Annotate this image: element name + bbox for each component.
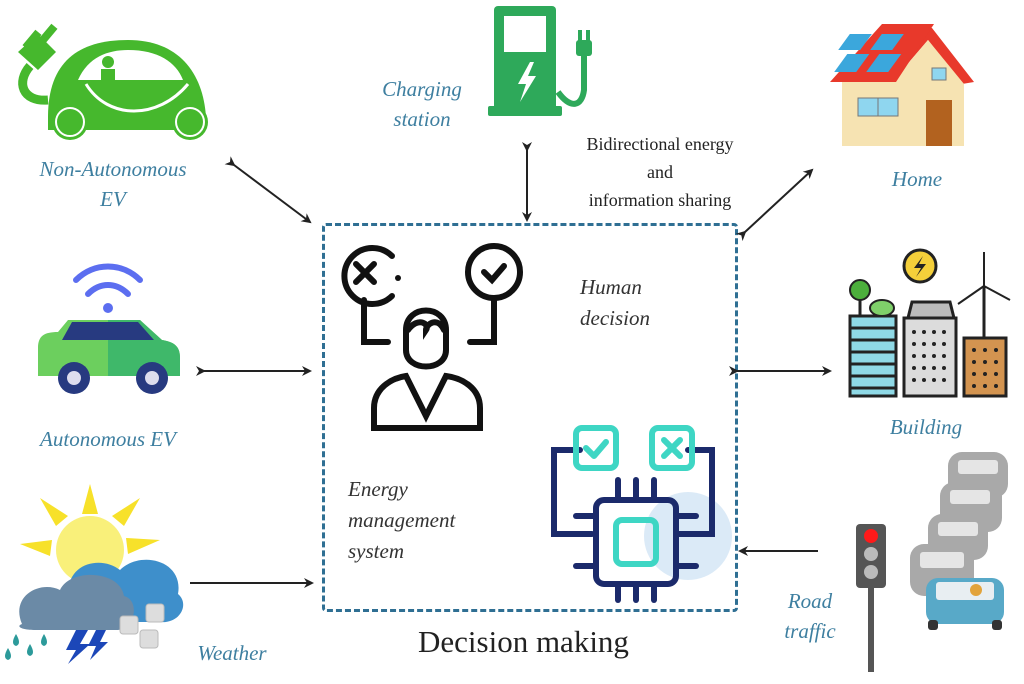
diagram-title: Decision making	[418, 624, 629, 659]
solar-house-icon	[830, 24, 974, 146]
plug-car-icon	[18, 23, 208, 140]
label-autonomous-ev: Autonomous EV	[40, 427, 176, 451]
label-energy-management-system: Energy management system	[348, 477, 456, 563]
bidirectional-annotation: Bidirectional energy and information sha…	[586, 134, 734, 210]
decision-box	[322, 223, 738, 612]
arrow-home	[735, 168, 814, 242]
connected-car-icon	[38, 263, 180, 394]
arrow-non-autonomous-ev	[224, 156, 312, 224]
label-weather: Weather	[197, 641, 267, 665]
charging-station-icon	[488, 6, 592, 116]
label-home: Home	[891, 167, 943, 191]
chip-decision-icon	[551, 425, 732, 603]
label-non-autonomous-ev: Non-Autonomous EV	[39, 157, 187, 211]
label-charging-station: Charging station	[382, 77, 462, 131]
traffic-light-icon	[856, 452, 1008, 672]
label-road-traffic: Road traffic	[784, 589, 836, 643]
city-buildings-icon	[848, 248, 1011, 398]
weather-icon	[5, 484, 184, 664]
person-decision-icon	[341, 243, 523, 431]
label-human-decision: Human decision	[580, 275, 650, 330]
label-building: Building	[889, 415, 963, 439]
